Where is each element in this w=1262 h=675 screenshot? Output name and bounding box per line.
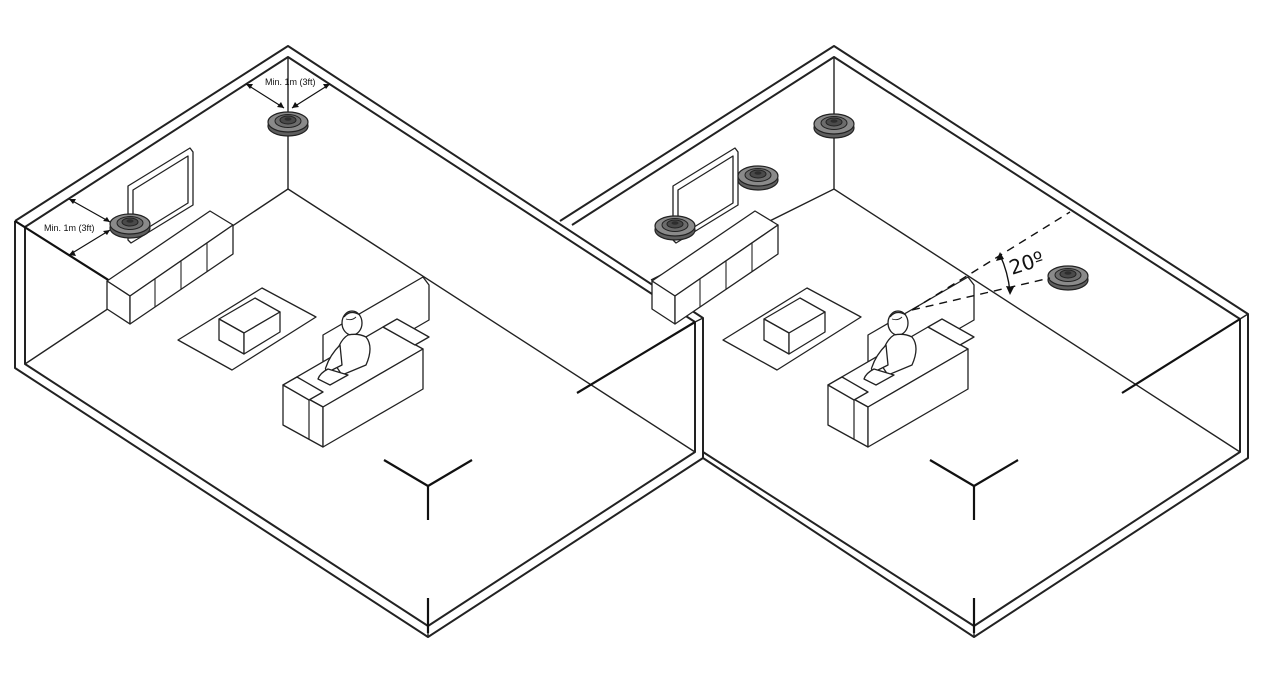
- speaker-icon: [109, 213, 151, 239]
- tv-cabinet-icon: [651, 210, 779, 325]
- speaker-icon: [654, 215, 696, 241]
- speaker-icon: [737, 165, 779, 191]
- axis-icon: [928, 458, 1020, 522]
- angle-label: 20º: [1006, 246, 1047, 280]
- ceiling-clearance-label: Min. 1m (3ft): [265, 77, 316, 87]
- ceiling-clearance-dimension: Min. 1m (3ft): [245, 77, 331, 109]
- speaker-icon: [813, 113, 855, 139]
- tv-cabinet-icon: [106, 210, 234, 325]
- side-clearance-label: Min. 1m (3ft): [44, 223, 95, 233]
- axis-icon: [382, 458, 474, 522]
- right-room: 20º: [559, 45, 1249, 638]
- left-room: Min. 1m (3ft) Min. 1m (3ft): [14, 45, 704, 638]
- speaker-icon: [1047, 265, 1089, 291]
- speaker-icon: [267, 111, 309, 137]
- side-clearance-dimension: Min. 1m (3ft): [44, 198, 111, 256]
- coffee-table-icon: [177, 287, 317, 371]
- coffee-table-icon: [722, 287, 862, 371]
